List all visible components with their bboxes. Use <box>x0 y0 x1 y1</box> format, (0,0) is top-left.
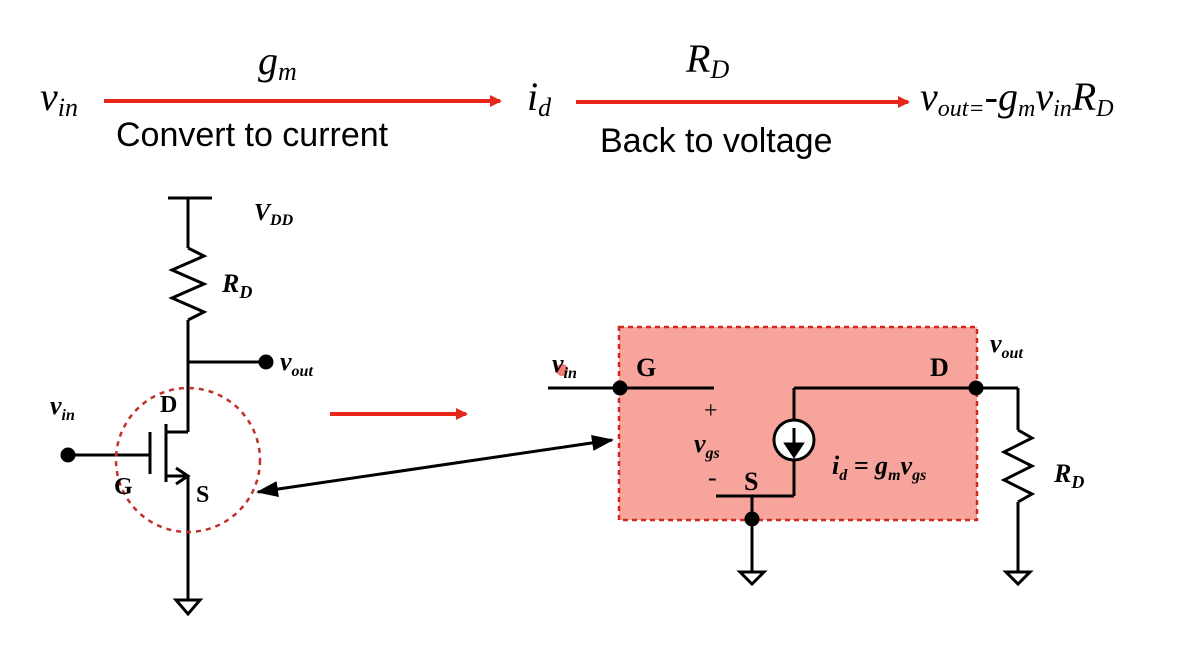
vgs-plus-sign: + <box>704 398 718 424</box>
left-vin-label: vin <box>50 391 75 424</box>
vgs-label: vgs <box>694 429 720 462</box>
id-equation-label: id = gmvgs <box>832 451 926 484</box>
current-source-arrow-head <box>783 442 805 459</box>
model-g-label: G <box>636 353 656 382</box>
gate-g-label: G <box>114 474 133 500</box>
ground-right-load <box>1002 570 1034 587</box>
flow-gm-label: gm <box>258 38 297 86</box>
flow-id-label: id <box>527 74 552 122</box>
left-rd-label: RD <box>221 269 252 302</box>
source-s-label: S <box>196 482 209 508</box>
right-rd-label: RD <box>1053 459 1084 492</box>
rd-resistor <box>168 246 208 322</box>
small-signal-model <box>548 380 1036 587</box>
vgs-minus-sign: - <box>708 463 717 492</box>
model-d-label: D <box>930 353 949 382</box>
flow-vin-label: vin <box>40 74 78 122</box>
left-vout-label: vout <box>280 347 313 380</box>
ground-left <box>172 598 204 617</box>
vout-equation: vout=-gmvinRD <box>920 74 1114 122</box>
rd-resistor-right <box>1000 428 1036 504</box>
ground-right-model <box>736 570 768 587</box>
right-vin-label: vin <box>552 349 577 382</box>
vdd-label: VDD <box>254 200 294 229</box>
right-vout-label: vout <box>990 329 1023 362</box>
drain-d-label: D <box>160 392 177 418</box>
vin-node <box>60 447 76 463</box>
back-to-voltage-label: Back to voltage <box>600 122 832 160</box>
vout-node <box>258 354 274 370</box>
flow-rd-label: RD <box>685 36 729 84</box>
equivalence-arrow <box>256 434 614 498</box>
cursor-highlight <box>556 364 568 376</box>
signal-flow: vin gm Convert to current id RD Back to … <box>40 36 1114 160</box>
small-signal-labels: vin G D S + - vgs id = gmvgs vout RD <box>552 329 1084 496</box>
model-s-label: S <box>744 467 758 496</box>
source-node <box>744 511 760 527</box>
convert-to-current-label: Convert to current <box>116 116 389 154</box>
nmos-labels: VDD RD vout vin D G S <box>50 200 313 508</box>
